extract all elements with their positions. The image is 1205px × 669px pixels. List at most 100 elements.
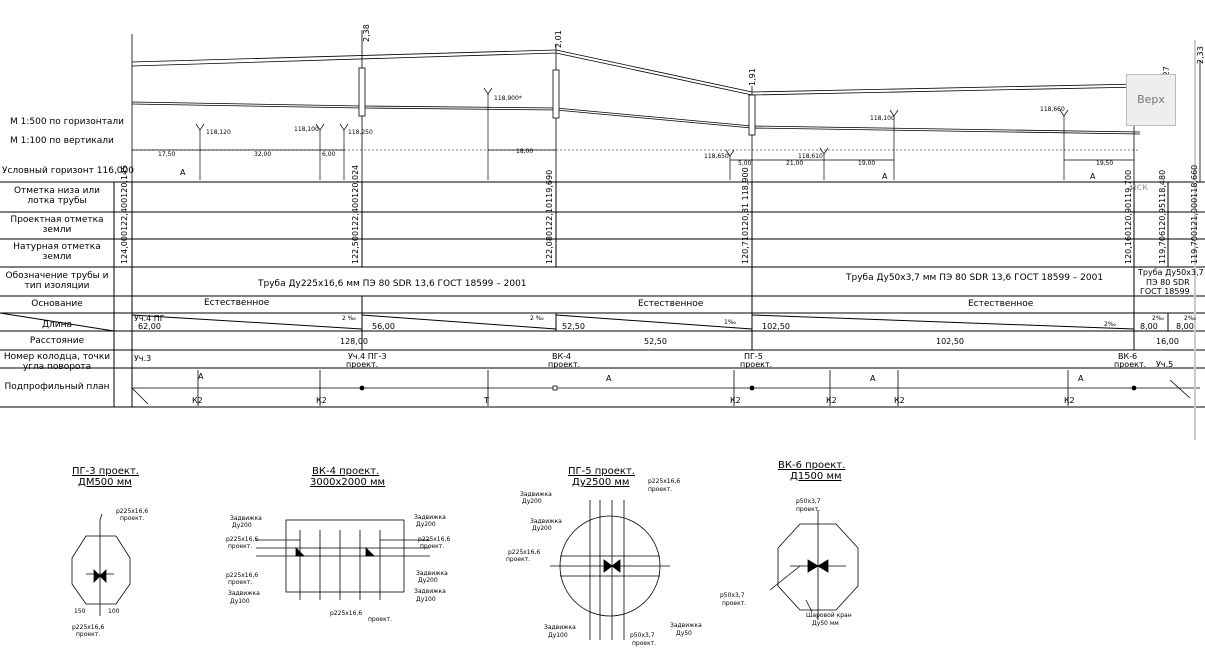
elevation-column-g: 119,700121,000118,660 <box>1190 164 1199 264</box>
well-3-note: проект. <box>740 360 773 369</box>
vk4-pipe-4-note: проект. <box>368 616 393 623</box>
well-3: ПГ-5 <box>744 352 763 361</box>
vk4-detail-drawing <box>256 519 430 600</box>
level-7: 118,100 <box>870 115 895 122</box>
pg5-valve-2: Задвижка <box>530 518 562 525</box>
profile-dim-1: 17,50 <box>158 151 176 158</box>
vk4-subtitle: 3000х2000 мм <box>310 477 386 488</box>
level-6: 118,610 <box>798 153 823 160</box>
level-3: 118,250 <box>348 129 373 136</box>
vk4-pipe-3: р225х16,6 <box>226 572 259 579</box>
plan-mark-a4: А <box>1078 374 1084 383</box>
vk6-pipe-2: р50х3,7 <box>720 592 745 599</box>
well-1-note: проект. <box>346 360 379 369</box>
vk6-subtitle: Д1500 мм <box>790 471 842 482</box>
pg5-valve-1-size: Ду200 <box>522 498 542 505</box>
profile-ground-lines <box>131 30 1201 182</box>
pg3-dim-2: 150 <box>74 608 86 615</box>
plan-mark-k6: К2 <box>1064 396 1075 405</box>
profile-dim-8: 19,50 <box>1096 160 1114 167</box>
plan-mark-a1: А <box>198 372 204 381</box>
top-mark-1: 2,38 <box>362 24 371 42</box>
profile-mark-a2: А <box>882 172 888 181</box>
row-label-natural-ground: Натурная отметка земли <box>13 242 101 262</box>
plan-mark-k1: К2 <box>192 396 203 405</box>
vk4-valve-5-size: Ду100 <box>416 596 436 603</box>
pg5-valve-2-size: Ду200 <box>532 525 552 532</box>
vk6-detail-drawing <box>769 510 859 620</box>
grade-3: 1‰ <box>724 319 736 326</box>
plan-mark-k3: К2 <box>730 396 741 405</box>
vk4-valve-3: Задвижка <box>416 570 448 577</box>
search-label[interactable]: иск <box>1130 182 1149 193</box>
plan-mark-k5: К2 <box>894 396 905 405</box>
elevation-column-b: 122,500122,400120,024 <box>351 164 360 264</box>
vk4-valve-1-size: Ду200 <box>232 522 252 529</box>
vk6-ball-valve: Шаровой кран <box>806 612 852 619</box>
profile-mark-a1: А <box>180 168 186 177</box>
vk6-pipe-2-note: проект. <box>722 600 747 607</box>
pg5-pipe-2-note: проект. <box>506 556 531 563</box>
grade-2: 2 ‰ <box>530 315 544 322</box>
length-2: 56,00 <box>372 322 395 331</box>
distance-1: 128,00 <box>340 337 368 346</box>
row-label-design-ground: Проектная отметка земли <box>10 215 104 235</box>
pg3-detail-drawing <box>71 513 131 616</box>
base-label-1: Естественное <box>204 298 270 308</box>
vk4-valve-5: Задвижка <box>414 588 446 595</box>
profile-dim-7: 19,00 <box>858 160 876 167</box>
vk4-title: ВК-4 проект. <box>312 466 380 477</box>
plan-mark-k2: К2 <box>316 396 327 405</box>
profile-dim-3: 6,00 <box>322 151 336 158</box>
elevation-column-d: 120,710120,81 118,900 <box>741 167 750 264</box>
pg3-pipe-1-note: проект. <box>120 515 145 522</box>
level-2: 118,100 <box>294 126 319 133</box>
pg3-pipe-2-note: проект. <box>76 631 101 638</box>
plan-mark-a3: А <box>870 374 876 383</box>
grade-6: 2‰ <box>1184 315 1196 322</box>
pg5-title: ПГ-5 проект. <box>568 466 635 477</box>
pg3-dim-1: 100 <box>108 608 120 615</box>
pg5-valve-4-size: Ду50 <box>676 630 692 637</box>
profile-dim-2: 32,00 <box>254 151 272 158</box>
vk4-pipe-3-note: проект. <box>228 579 253 586</box>
row-label-length: Длина <box>41 320 73 330</box>
pg5-detail-drawing <box>550 500 670 640</box>
pg3-pipe-1: р225х16,6 <box>116 508 149 515</box>
level-8: 118,660 <box>1040 106 1065 113</box>
view-cube-button[interactable]: Верх <box>1126 74 1176 126</box>
row-label-distance: Расстояние <box>29 336 85 346</box>
well-0: Уч.3 <box>134 354 152 363</box>
vk4-valve-1: Задвижка <box>230 515 262 522</box>
pg5-subtitle: Ду2500 мм <box>572 477 630 488</box>
pipe-label-3b: ПЭ 80 SDR <box>1146 278 1190 287</box>
row-label-invert: Отметка низа или лотка трубы <box>13 186 101 206</box>
length-1: 62,00 <box>138 322 161 331</box>
profile-mark-a3: А <box>1090 172 1096 181</box>
vk6-title: ВК-6 проект. <box>778 460 846 471</box>
scale-horizontal: М 1:500 по горизонтали <box>10 117 125 127</box>
length-4: 102,50 <box>762 322 790 331</box>
length-5: 8,00 <box>1140 322 1158 331</box>
level-5: 118,650 <box>704 153 729 160</box>
vk4-valve-4: Задвижка <box>228 590 260 597</box>
profile-dim-5: 5,00 <box>738 160 752 167</box>
vk4-valve-2-size: Ду200 <box>416 521 436 528</box>
plan-mark-a2: А <box>606 374 612 383</box>
subprofile-plan-lines <box>131 370 1200 406</box>
row-label-pipe-type: Обозначение трубы и тип изоляции <box>5 271 109 291</box>
pg5-pipe-1: р225х16,6 <box>648 478 681 485</box>
row-label-subprofile: Подпрофильный план <box>4 382 110 392</box>
top-mark-3: 1,91 <box>748 68 757 86</box>
plan-mark-k4: К2 <box>826 396 837 405</box>
vk4-valve-3-size: Ду200 <box>418 577 438 584</box>
level-markers <box>132 87 1134 180</box>
vk6-pipe-1-note: проект. <box>796 506 821 513</box>
pg5-valve-3-size: Ду100 <box>548 632 568 639</box>
vk4-valve-4-size: Ду100 <box>230 598 250 605</box>
distance-3: 102,50 <box>936 337 964 346</box>
base-label-3: Естественное <box>968 299 1034 309</box>
length-start: Уч.4 ПГ <box>134 314 165 323</box>
pipe-label-3a: Труба Ду50х3,7 <box>1138 268 1204 277</box>
plan-mark-t: Т <box>484 396 489 405</box>
